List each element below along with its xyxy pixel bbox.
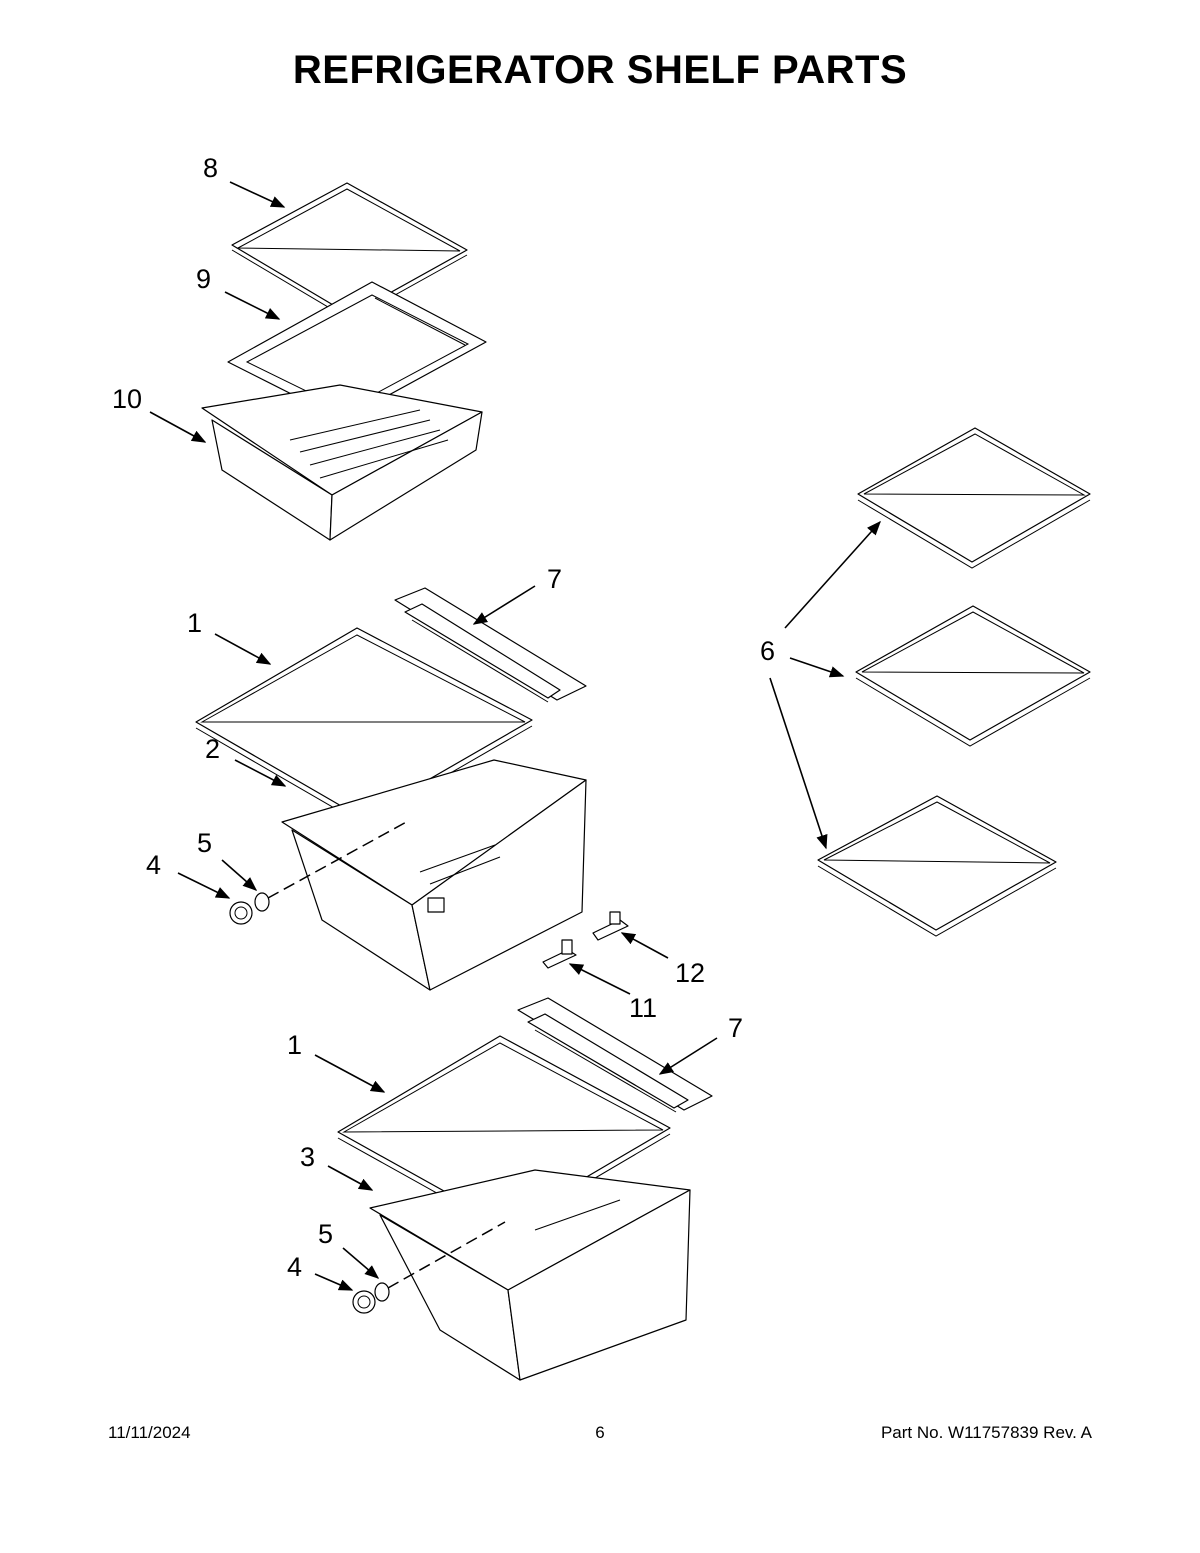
- arrow-7-lower: [658, 1037, 718, 1075]
- crisper-drawer-part-2: [281, 759, 587, 991]
- callout-10: 10: [112, 384, 142, 414]
- arrow-7-upper: [472, 585, 536, 625]
- drawer-knob-part-4-upper: [229, 901, 253, 925]
- drawer-knob-part-4-lower: [352, 1290, 376, 1314]
- shelf-rail-part-7-lower: [517, 997, 713, 1113]
- callout-7-lower: 7: [728, 1013, 743, 1043]
- arrow-6-top: [784, 520, 881, 629]
- callout-8: 8: [203, 153, 218, 183]
- glass-shelf-part-6-middle: [855, 605, 1091, 747]
- callout-6: 6: [760, 636, 775, 666]
- callout-4-lower: 4: [287, 1252, 302, 1282]
- footer-part-number: Part No. W11757839 Rev. A: [880, 1423, 1092, 1442]
- arrow-6-middle: [789, 657, 845, 678]
- arrow-1-lower: [314, 1054, 386, 1093]
- callout-7-upper: 7: [547, 564, 562, 594]
- callout-11: 11: [629, 993, 657, 1023]
- clip-part-11: [542, 939, 577, 969]
- callout-5-upper: 5: [197, 828, 212, 858]
- arrow-8: [229, 181, 286, 208]
- clip-part-12: [592, 911, 629, 941]
- callout-9: 9: [196, 264, 211, 294]
- arrow-12: [620, 932, 669, 959]
- arrow-9: [224, 291, 281, 320]
- arrow-5-lower: [342, 1247, 380, 1279]
- assembly-line-upper: [267, 819, 411, 899]
- callout-1-upper: 1: [187, 608, 202, 638]
- callout-2: 2: [205, 734, 220, 764]
- footer-date: 11/11/2024: [108, 1423, 191, 1442]
- bushing-part-5-lower: [374, 1282, 390, 1302]
- leader-arrows: [149, 181, 881, 1291]
- assembly-line-lower: [387, 1221, 506, 1289]
- crisper-drawer-part-3: [369, 1169, 691, 1381]
- page-title: REFRIGERATOR SHELF PARTS: [292, 48, 908, 92]
- arrow-2: [234, 759, 287, 787]
- callout-1-lower: 1: [287, 1030, 302, 1060]
- arrow-5-upper: [221, 859, 258, 891]
- arrow-4-upper: [177, 872, 231, 899]
- callout-12: 12: [675, 958, 705, 988]
- arrow-6-bottom: [769, 677, 828, 850]
- callout-5-lower: 5: [318, 1219, 333, 1249]
- arrow-4-lower: [314, 1273, 354, 1291]
- arrow-1-upper: [214, 633, 272, 665]
- glass-shelf-part-6-bottom: [817, 795, 1057, 937]
- bushing-part-5-upper: [254, 892, 270, 912]
- drawer-part-10: [201, 384, 483, 541]
- arrow-11: [568, 963, 631, 995]
- arrow-10: [149, 411, 207, 443]
- glass-shelf-part-6-top: [857, 427, 1091, 569]
- callout-3: 3: [300, 1142, 315, 1172]
- callout-4-upper: 4: [146, 850, 161, 880]
- footer-page-number: 6: [595, 1423, 605, 1442]
- shelf-rail-part-7-upper: [394, 587, 587, 703]
- arrow-3: [327, 1165, 374, 1191]
